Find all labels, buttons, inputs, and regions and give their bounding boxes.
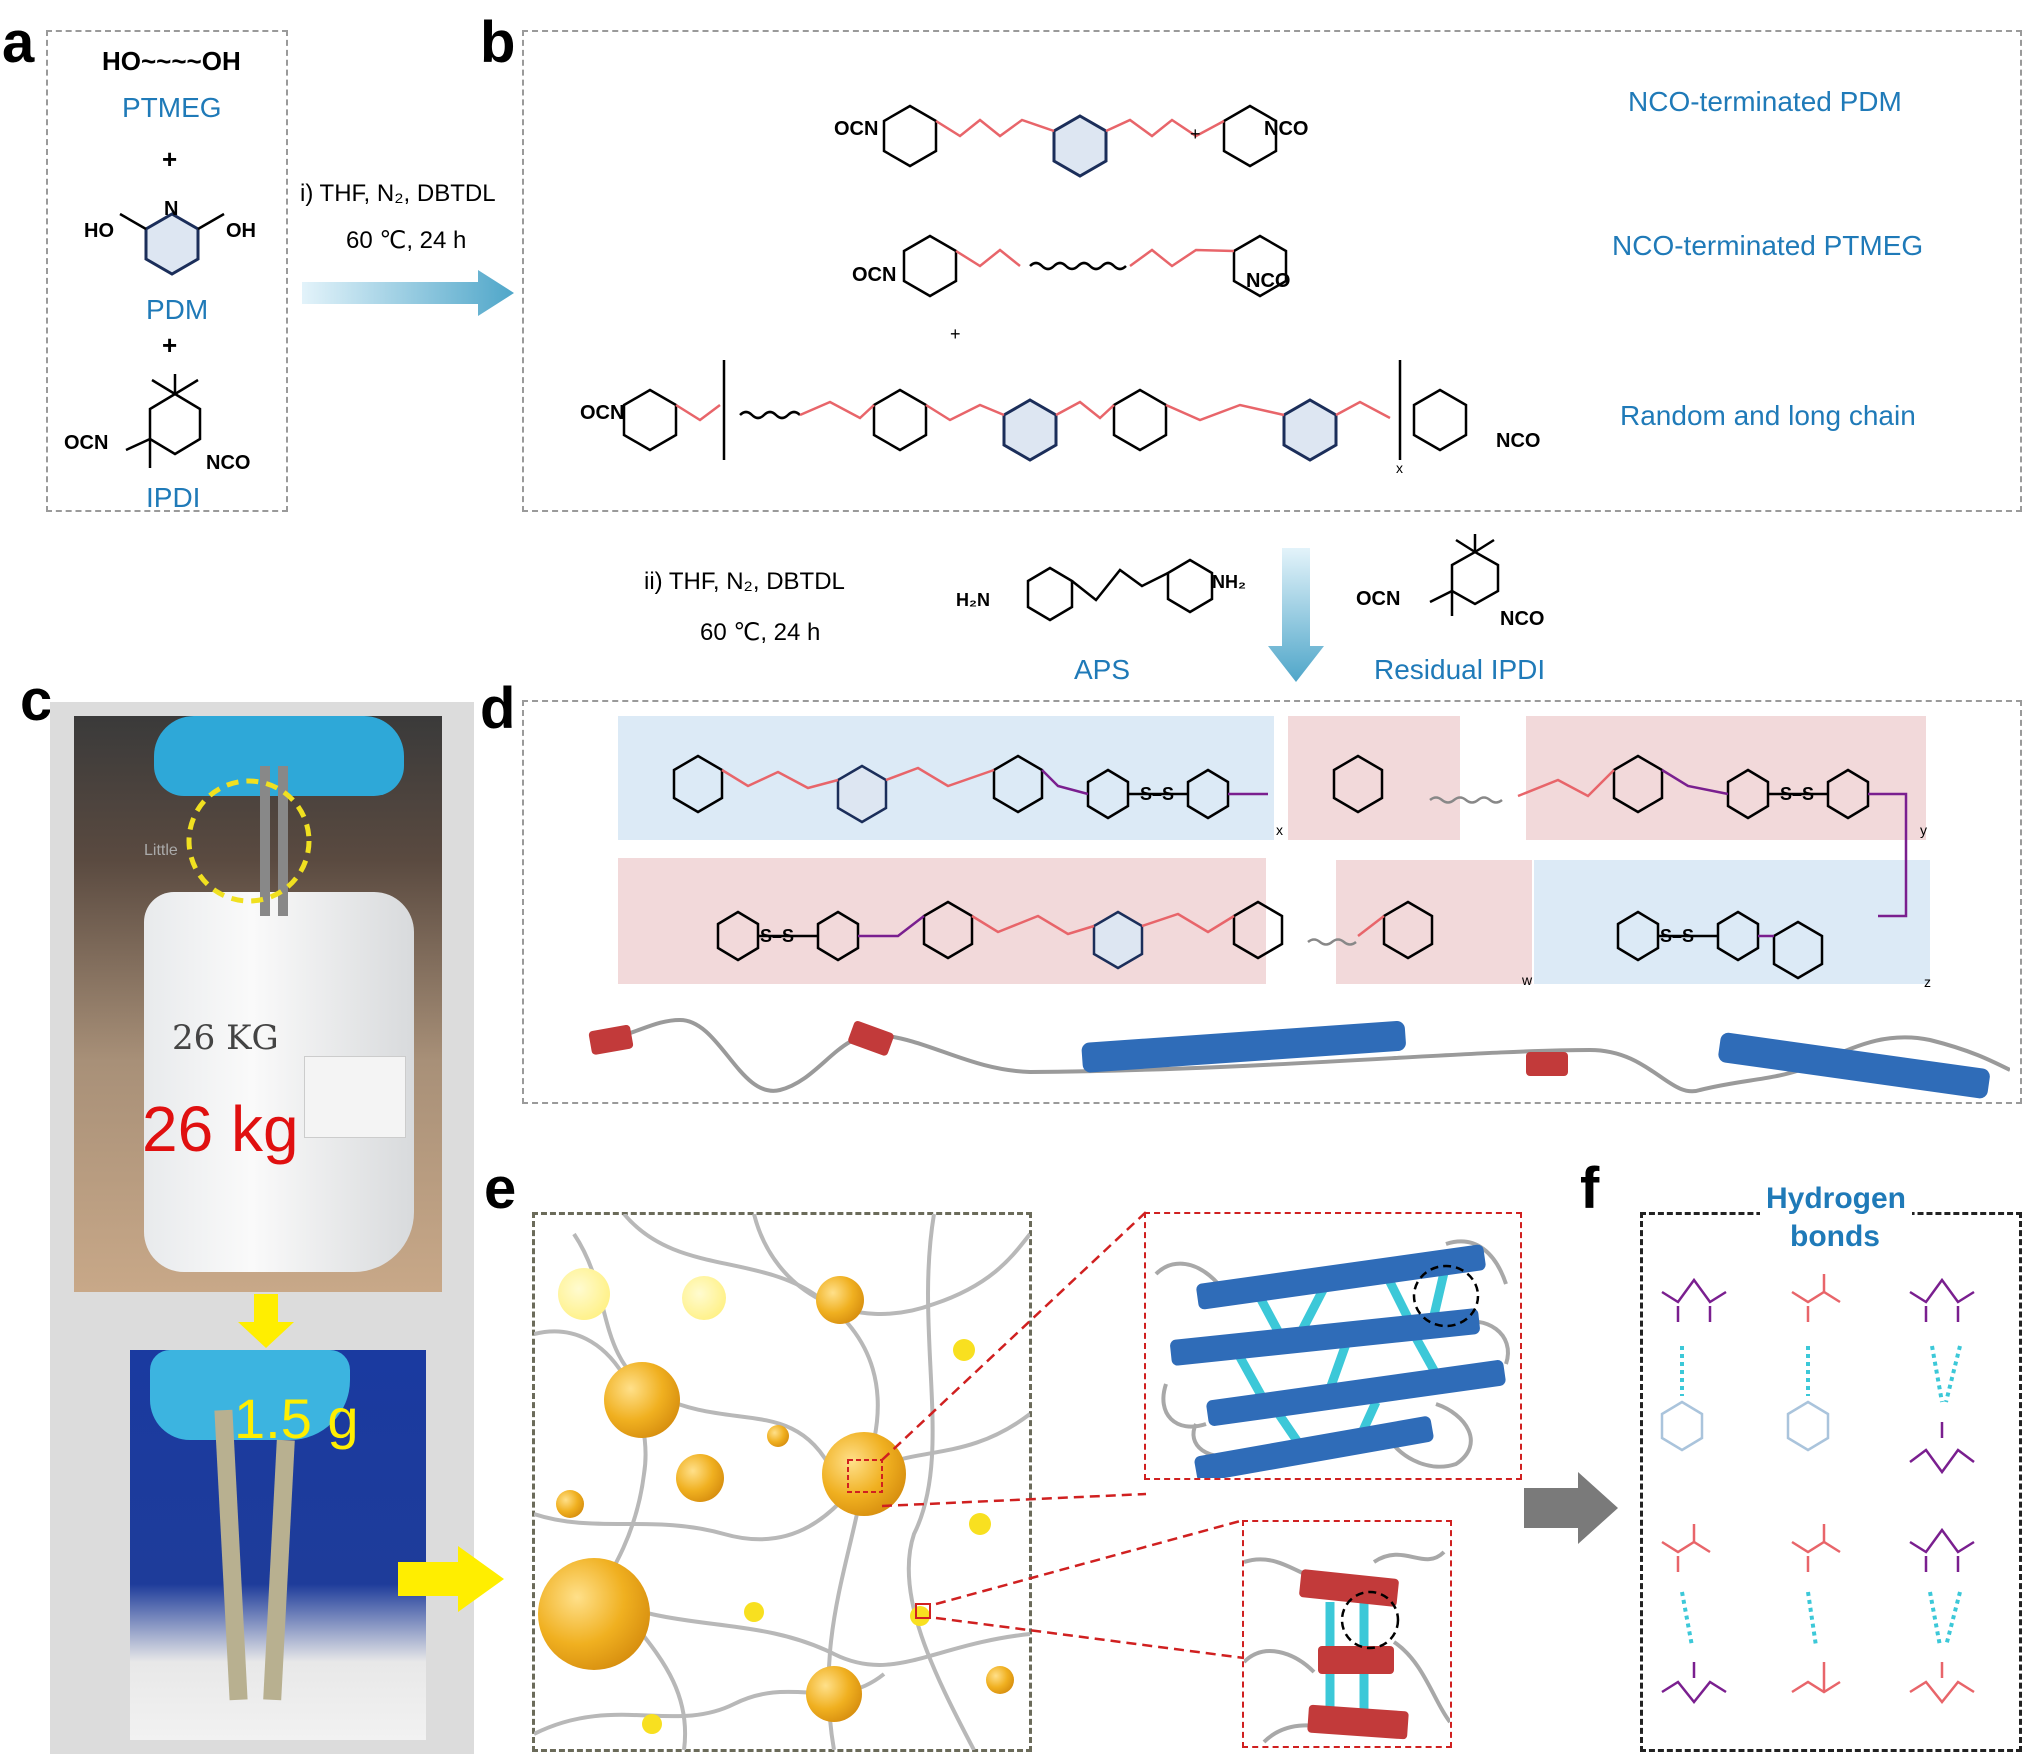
b-row3-nco: NCO	[1496, 430, 1541, 452]
ipdi-label: IPDI	[146, 482, 201, 513]
svg-text:+: +	[950, 324, 961, 344]
e-zoom-hard-box	[1144, 1212, 1522, 1480]
e-zoom-lines	[881, 1211, 1245, 1660]
weight-26kg: 26 kg	[142, 1093, 299, 1165]
d-subscript-y: y	[1920, 822, 1927, 838]
d-chemical-structures	[672, 754, 1908, 980]
residual-ocn: OCN	[1356, 588, 1401, 610]
plus-2: +	[162, 330, 178, 360]
d-ss-2: S–S	[1780, 784, 1815, 804]
aps-label: APS	[1074, 654, 1131, 685]
d-subscript-w: w	[1522, 972, 1533, 988]
step-i-arrow	[302, 270, 514, 316]
svg-text:+: +	[1190, 124, 1201, 144]
step-ii-conditions: ii) THF, N₂, DBTDL	[644, 568, 845, 595]
d-subscript-z: z	[1924, 974, 1931, 990]
step-i-conditions: i) THF, N₂, DBTDL	[300, 180, 496, 207]
step-i-temperature: 60 ℃, 24 h	[346, 227, 467, 254]
highlight-circle	[186, 778, 312, 904]
aps-structure	[1026, 558, 1214, 622]
strip-left	[214, 1409, 248, 1701]
d-ss-1: S–S	[1140, 784, 1175, 804]
ipdi-structure	[125, 374, 202, 468]
residual-ipdi-structure	[1429, 534, 1500, 616]
e-network	[534, 1214, 1030, 1750]
e-to-f-arrow	[1524, 1472, 1618, 1544]
photo-1-5g: 1.5 g	[130, 1350, 426, 1740]
panel-d-box	[522, 700, 2022, 1104]
handwritten-26kg: 26 KG	[172, 1018, 279, 1058]
b-row1-ocn: OCN	[834, 118, 879, 140]
photo-26kg: Little 26 KG 26 kg	[74, 716, 442, 1292]
e-hard-domain	[1154, 1239, 1510, 1478]
d-soft-block-4	[1336, 860, 1532, 984]
jug-brand-text: Little	[144, 842, 178, 859]
panel-a-box	[46, 30, 288, 512]
pdm-label: PDM	[146, 294, 209, 325]
panel-b-box	[522, 30, 2022, 512]
panel-label-d: d	[480, 676, 516, 741]
d-ss-3: S–S	[760, 926, 795, 946]
b-row3-ocn: OCN	[580, 402, 625, 424]
d-chain-schematic	[588, 1017, 2010, 1099]
b-row3-x: x	[1396, 460, 1403, 476]
pdm-n: N	[164, 198, 179, 220]
ptmeg-label: PTMEG	[122, 92, 222, 123]
d-soft-block-1	[1288, 716, 1460, 840]
d-hard-block-2	[1534, 860, 1930, 984]
panel-b-structures: + +	[622, 104, 1468, 462]
b-label-random: Random and long chain	[1620, 400, 1916, 431]
panel-label-f: f	[1580, 1156, 1600, 1221]
ipdi-nco: NCO	[206, 452, 251, 474]
glove-bottom	[150, 1350, 350, 1440]
panel-e-network-box	[532, 1212, 1032, 1752]
residual-ipdi-label: Residual IPDI	[1374, 654, 1546, 685]
f-title-line1: Hydrogen	[1760, 1182, 1913, 1216]
ptmeg-formula: HO~~~~OH	[102, 46, 241, 76]
f-hbond-pairs	[1660, 1274, 1975, 1705]
strip-right	[263, 1439, 295, 1701]
jug-label	[304, 1056, 406, 1138]
c-down-arrow	[238, 1294, 294, 1348]
aps-nh2: NH₂	[1212, 572, 1246, 592]
f-title-line2: bonds	[1790, 1220, 1880, 1253]
ipdi-ocn: OCN	[64, 432, 109, 454]
pdm-oh: OH	[226, 220, 256, 242]
residual-nco: NCO	[1500, 608, 1545, 630]
sample-strips	[260, 766, 270, 916]
panel-label-c: c	[20, 668, 53, 733]
weight-1-5g: 1.5 g	[234, 1387, 359, 1450]
d-hard-block-1	[618, 716, 1274, 840]
step-ii-arrow	[1268, 548, 1324, 682]
e-zoom-soft-box	[1242, 1520, 1452, 1748]
step-ii-temperature: 60 ℃, 24 h	[700, 619, 821, 646]
c-to-e-arrow	[398, 1546, 504, 1612]
b-label-ptmeg: NCO-terminated PTMEG	[1612, 230, 1924, 261]
panel-label-a: a	[2, 10, 35, 75]
b-row1-nco: NCO	[1264, 118, 1309, 140]
sample-strips-2	[278, 766, 288, 916]
panel-label-b: b	[480, 10, 516, 75]
d-subscript-x: x	[1276, 822, 1283, 838]
pdm-structure	[119, 212, 225, 276]
aps-h2n: H₂N	[956, 590, 990, 610]
d-ss-4: S–S	[1660, 926, 1695, 946]
e-soft-domain	[1244, 1550, 1450, 1744]
b-label-pdm: NCO-terminated PDM	[1628, 86, 1902, 117]
b-row2-ocn: OCN	[852, 264, 897, 286]
panel-label-e: e	[484, 1156, 517, 1221]
plus-1: +	[162, 144, 178, 174]
b-row2-nco: NCO	[1246, 270, 1291, 292]
pdm-ho: HO	[84, 220, 114, 242]
